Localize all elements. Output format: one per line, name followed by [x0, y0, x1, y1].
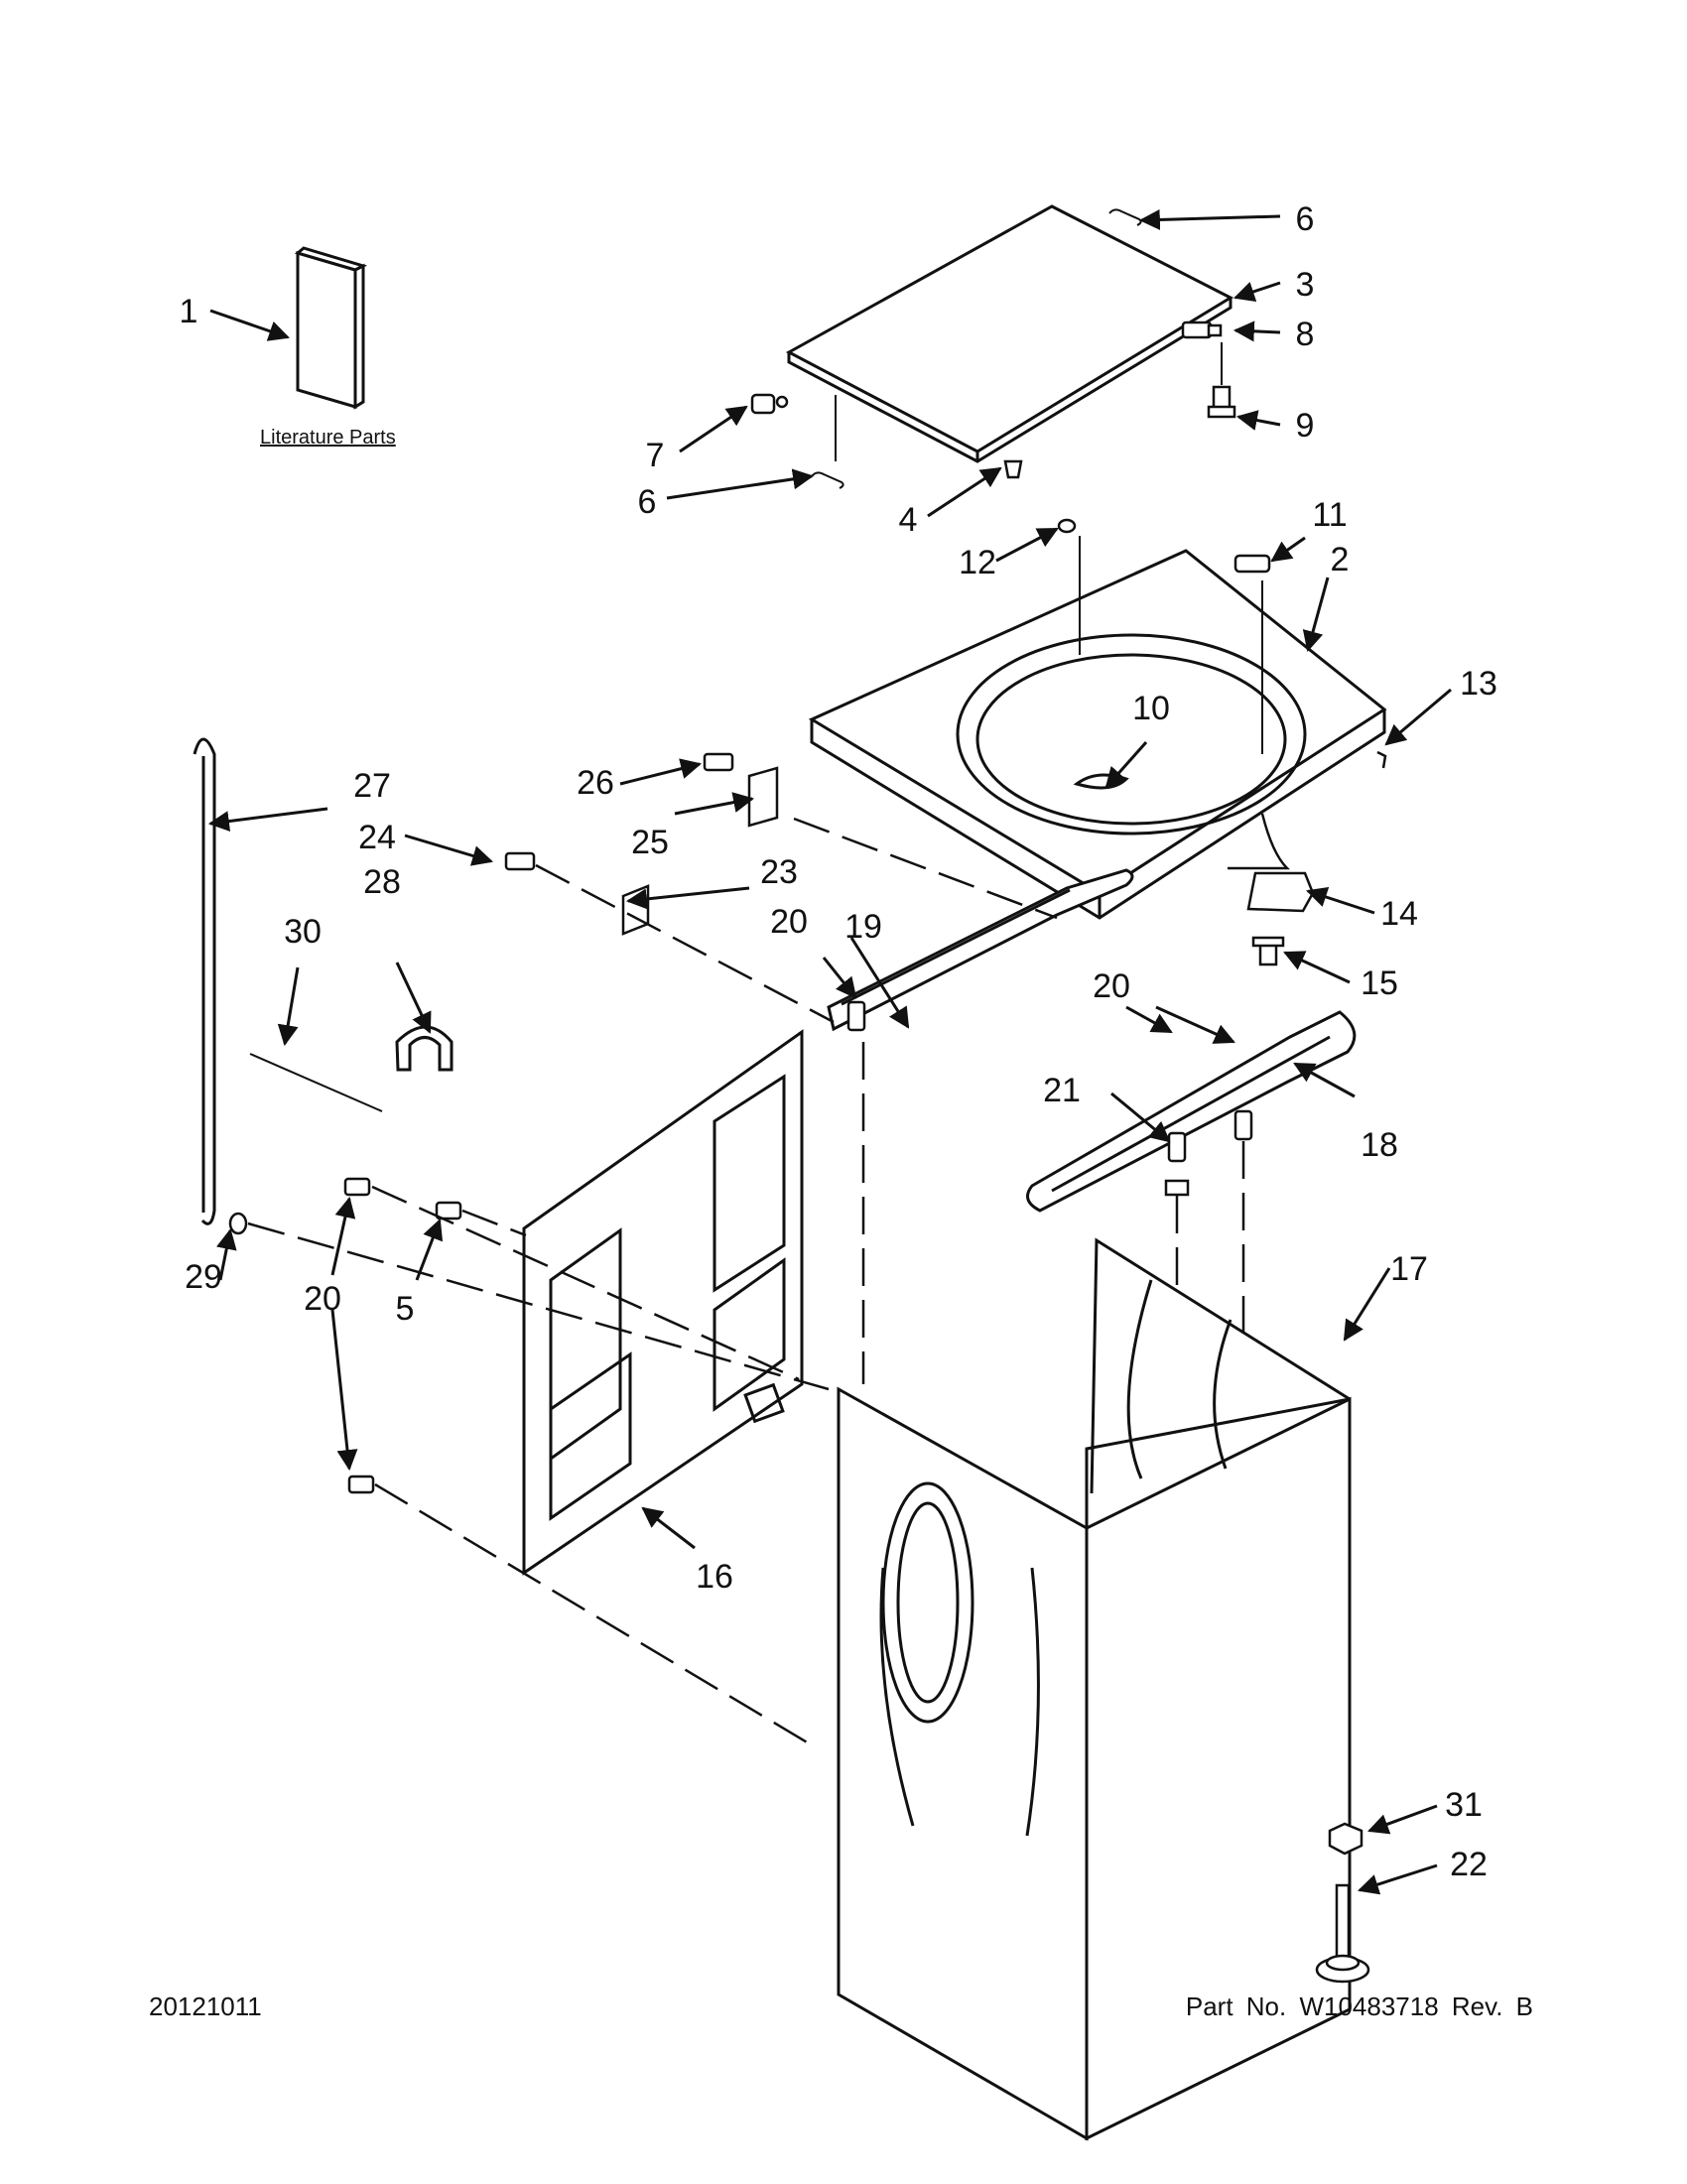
callout-6-top: 6	[1296, 200, 1315, 238]
callout-24: 24	[358, 819, 396, 856]
callout-31: 31	[1445, 1786, 1483, 1824]
callout-arrows	[207, 208, 1452, 1895]
callout-3: 3	[1296, 266, 1315, 304]
callout-20-left-upper: 20	[304, 1280, 341, 1318]
date-code: 20121011	[149, 1991, 262, 2021]
cabinet	[837, 1237, 1352, 2141]
literature-parts-caption: Literature Parts	[260, 427, 396, 449]
callout-14: 14	[1380, 895, 1418, 933]
top-panel-small-parts	[1057, 518, 1387, 769]
callout-16: 16	[696, 1558, 733, 1596]
lid-small-parts	[750, 321, 1236, 479]
callout-21: 21	[1043, 1072, 1081, 1109]
callout-17: 17	[1390, 1250, 1428, 1288]
callout-2: 2	[1331, 541, 1350, 578]
callout-8: 8	[1296, 316, 1315, 353]
cable-tie	[249, 1053, 383, 1112]
rear-brace	[1026, 1010, 1357, 1213]
front-panel-brace	[827, 868, 1134, 1032]
callout-9: 9	[1296, 407, 1315, 445]
literature-parts-booklet	[294, 246, 368, 410]
callout-1: 1	[180, 293, 198, 330]
screws	[343, 1000, 1253, 1494]
callout-11: 11	[1312, 496, 1347, 534]
callout-18: 18	[1361, 1126, 1398, 1164]
assembly-guide-lines	[247, 817, 1245, 1748]
top-panel	[808, 549, 1387, 920]
drain-hose	[193, 737, 216, 1225]
part-number: Part No. W10483718 Rev. B	[1185, 1991, 1533, 2021]
callout-26: 26	[577, 764, 614, 802]
lid-part	[785, 204, 1234, 463]
callout-20-rear: 20	[1093, 967, 1130, 1005]
callout-12: 12	[959, 544, 996, 581]
callout-6-left: 6	[638, 483, 657, 521]
callout-23: 23	[760, 853, 798, 891]
callout-30: 30	[284, 913, 322, 951]
callout-15: 15	[1361, 964, 1398, 1002]
callout-10: 10	[1132, 690, 1170, 727]
callout-20-front: 20	[770, 903, 808, 941]
callout-13: 13	[1460, 665, 1497, 703]
callout-29: 29	[185, 1258, 222, 1296]
callout-19: 19	[844, 908, 882, 946]
callout-5: 5	[396, 1290, 415, 1328]
callout-7: 7	[646, 437, 665, 474]
callout-25: 25	[631, 824, 669, 861]
drain-hose-form	[395, 1025, 454, 1072]
callout-28: 28	[363, 863, 401, 901]
rear-panel	[522, 1029, 804, 1576]
lid-switch-assembly	[1228, 813, 1315, 966]
leveling-foot	[1315, 1822, 1370, 1984]
callout-22: 22	[1450, 1846, 1488, 1883]
hose-clamp	[228, 1212, 248, 1235]
callout-4: 4	[899, 501, 918, 539]
callout-27: 27	[353, 767, 391, 805]
